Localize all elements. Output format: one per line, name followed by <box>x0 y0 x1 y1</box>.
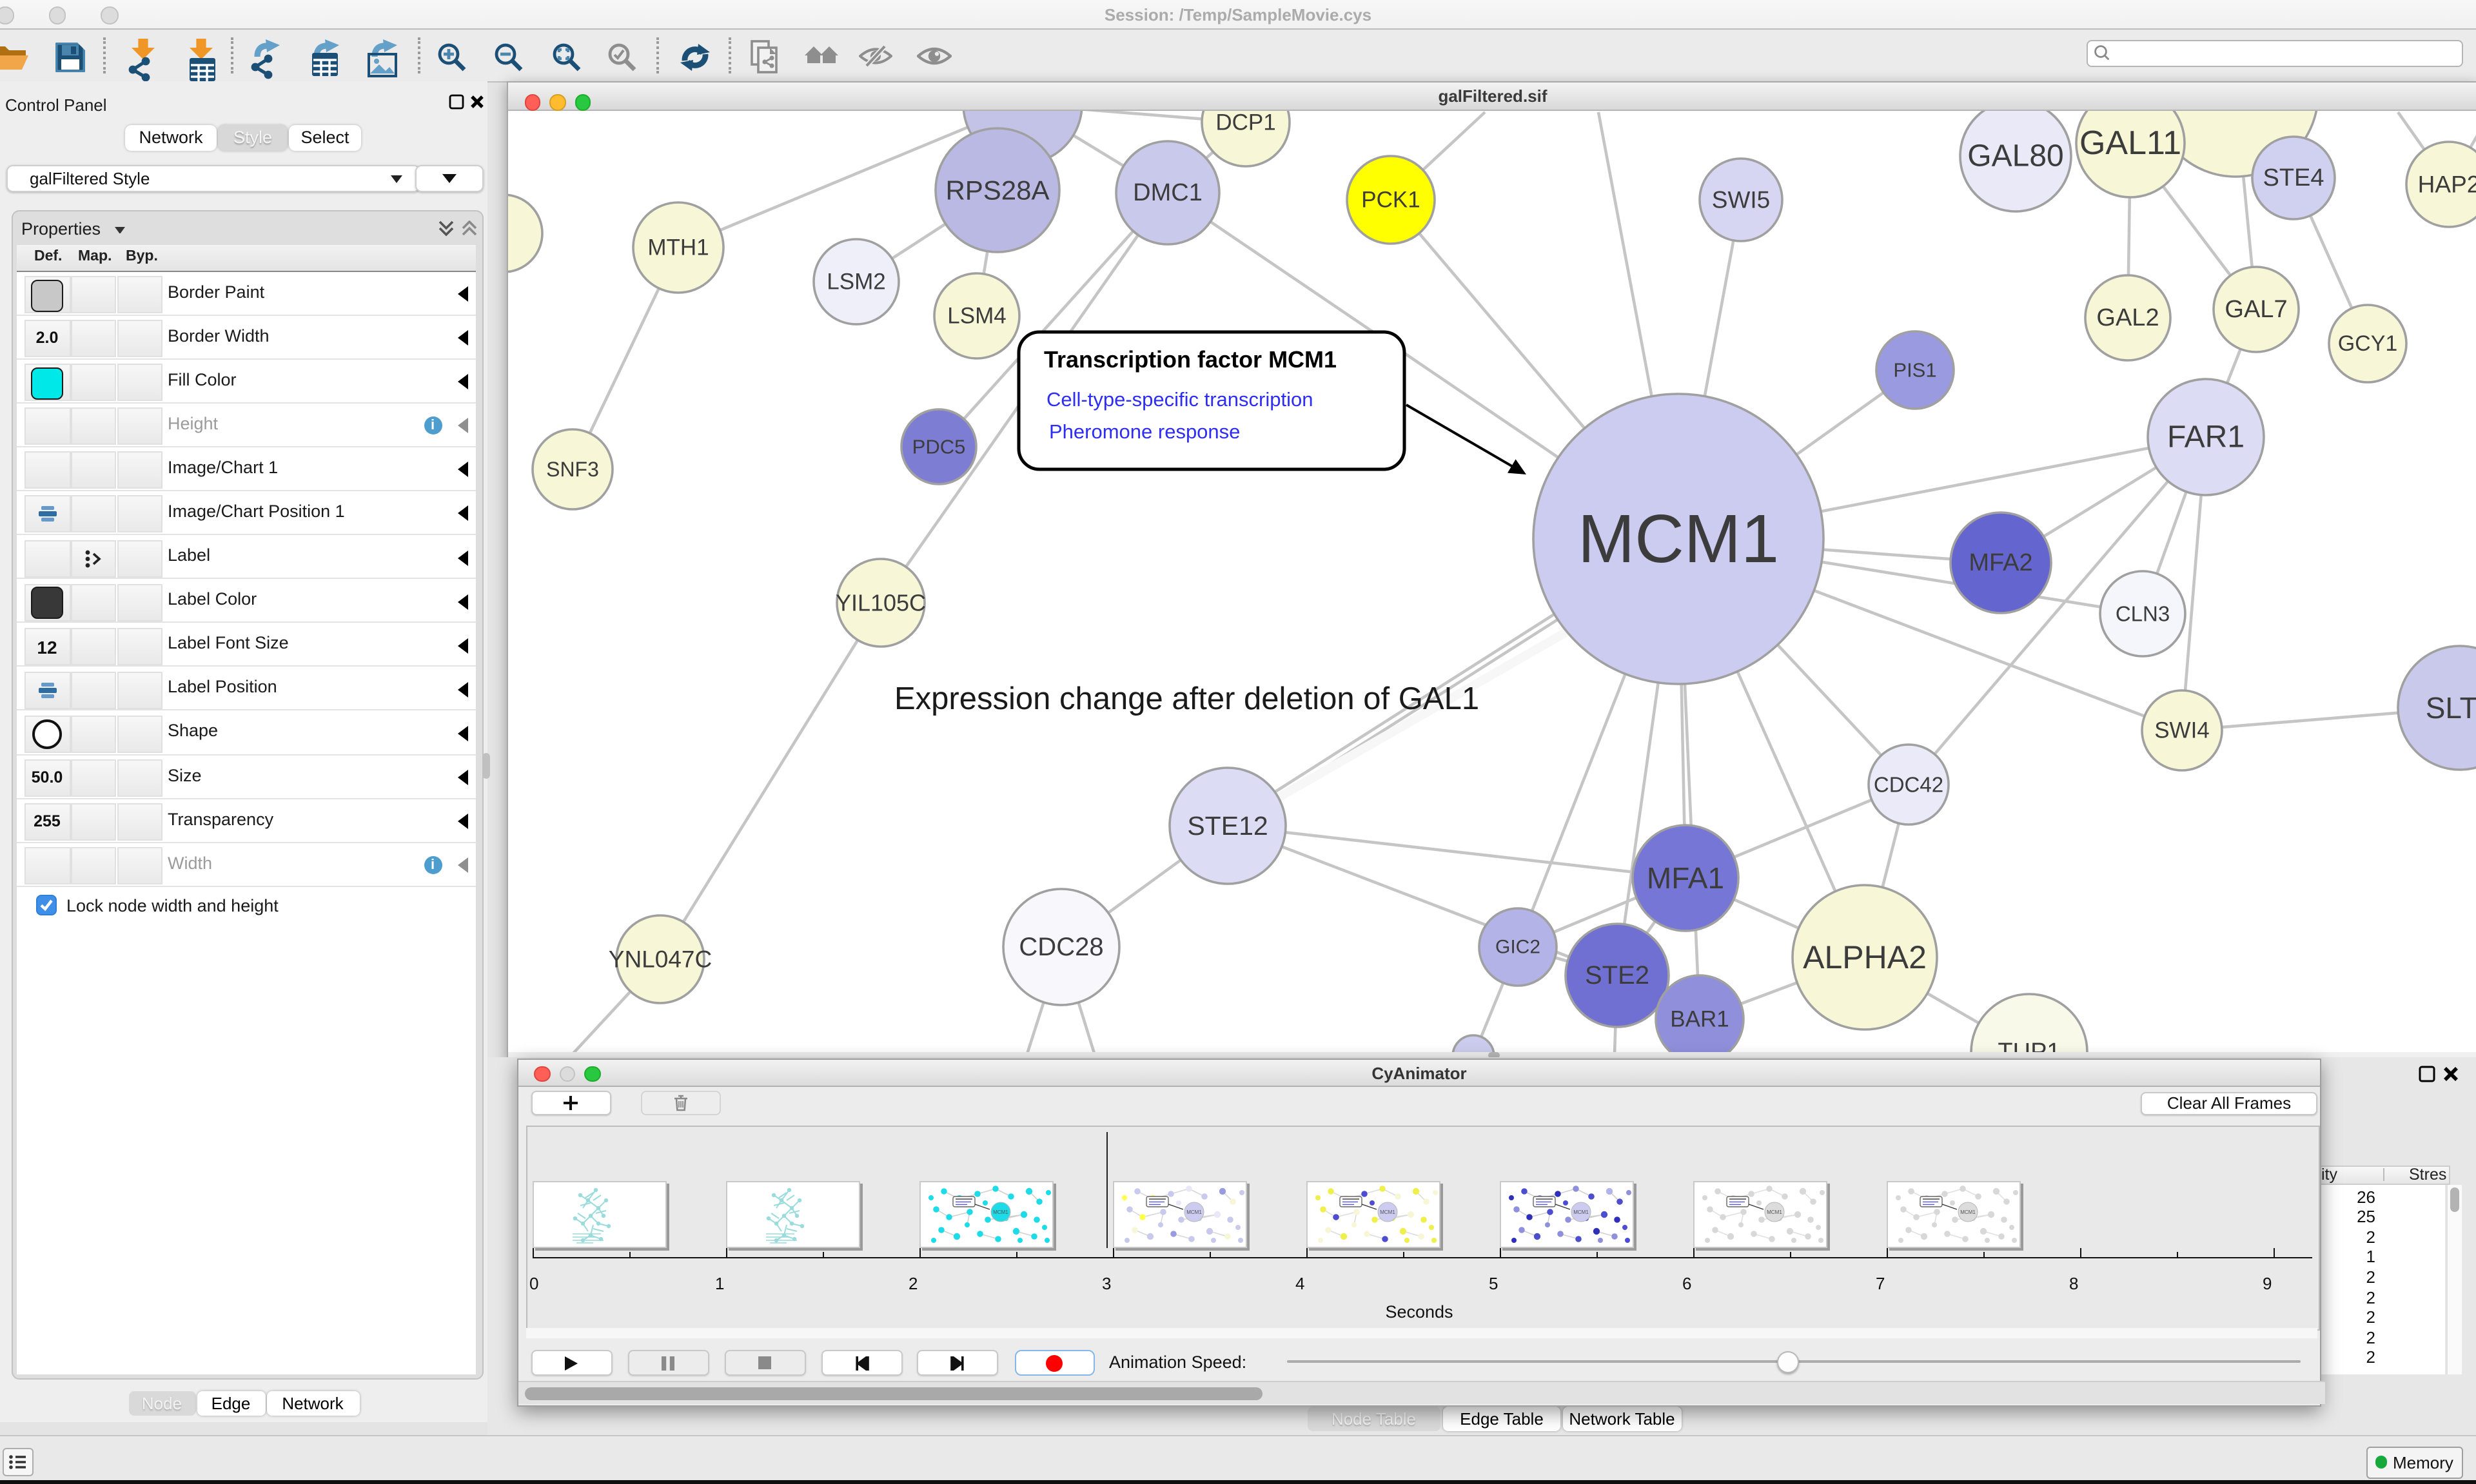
svg-text:GAL7: GAL7 <box>2224 296 2286 323</box>
svg-text:MCM1: MCM1 <box>992 1209 1008 1215</box>
svg-text:MTH1: MTH1 <box>647 235 708 260</box>
svg-text:HAP2: HAP2 <box>2417 171 2476 198</box>
svg-text:GIC2: GIC2 <box>1495 937 1540 958</box>
svg-text:DCP1: DCP1 <box>1215 111 1275 135</box>
svg-text:Pheromone response: Pheromone response <box>1048 420 1239 443</box>
svg-text:FAR1: FAR1 <box>2166 420 2244 454</box>
svg-text:LSM2: LSM2 <box>826 269 885 295</box>
svg-text:GAL80: GAL80 <box>1967 139 2063 173</box>
svg-text:PDC5: PDC5 <box>912 436 965 458</box>
svg-text:Cell-type-specific transcripti: Cell-type-specific transcription <box>1046 388 1312 411</box>
svg-text:GCY1: GCY1 <box>2337 331 2397 356</box>
svg-text:MFA1: MFA1 <box>1646 861 1724 895</box>
svg-text:YIL105C: YIL105C <box>835 590 925 616</box>
svg-text:CDC42: CDC42 <box>1873 773 1943 797</box>
svg-text:MFA2: MFA2 <box>1968 549 2032 576</box>
svg-text:CDC28: CDC28 <box>1018 933 1103 961</box>
svg-text:RPS28B: RPS28B <box>970 111 1074 112</box>
svg-text:TUP1: TUP1 <box>1997 1039 2059 1052</box>
svg-text:SWI4: SWI4 <box>2154 718 2209 743</box>
svg-text:MCM1: MCM1 <box>1186 1209 1201 1215</box>
svg-text:MCM1: MCM1 <box>1960 1209 1975 1215</box>
svg-text:CLN3: CLN3 <box>2115 602 2169 626</box>
svg-text:GAL11: GAL11 <box>2079 124 2181 162</box>
svg-text:DMC1: DMC1 <box>1132 179 1202 206</box>
svg-text:SLT2: SLT2 <box>2425 691 2476 725</box>
svg-text:STE4: STE4 <box>2262 164 2323 191</box>
svg-text:GAL2: GAL2 <box>2096 304 2158 331</box>
svg-text:RPS28A: RPS28A <box>945 175 1048 206</box>
svg-text:SWI5: SWI5 <box>1711 187 1769 213</box>
svg-text:MCM1: MCM1 <box>1766 1209 1782 1215</box>
svg-text:MCM1: MCM1 <box>1577 501 1778 577</box>
svg-text:BAR1: BAR1 <box>1669 1007 1728 1032</box>
svg-text:STE2: STE2 <box>1584 961 1649 990</box>
svg-text:ALPHA2: ALPHA2 <box>1802 939 1926 975</box>
svg-text:SNF3: SNF3 <box>545 458 598 481</box>
svg-text:LSM4: LSM4 <box>947 304 1005 329</box>
svg-text:Expression change after deleti: Expression change after deletion of GAL1 <box>894 681 1479 716</box>
svg-text:MCM1: MCM1 <box>1573 1209 1588 1215</box>
svg-text:STE12: STE12 <box>1186 811 1267 841</box>
svg-text:Transcription factor MCM1: Transcription factor MCM1 <box>1043 346 1336 373</box>
svg-text:YNL047C: YNL047C <box>608 946 711 973</box>
svg-text:PIS1: PIS1 <box>1892 359 1936 382</box>
svg-text:MCM1: MCM1 <box>1379 1209 1395 1215</box>
svg-text:PCK1: PCK1 <box>1361 188 1419 213</box>
